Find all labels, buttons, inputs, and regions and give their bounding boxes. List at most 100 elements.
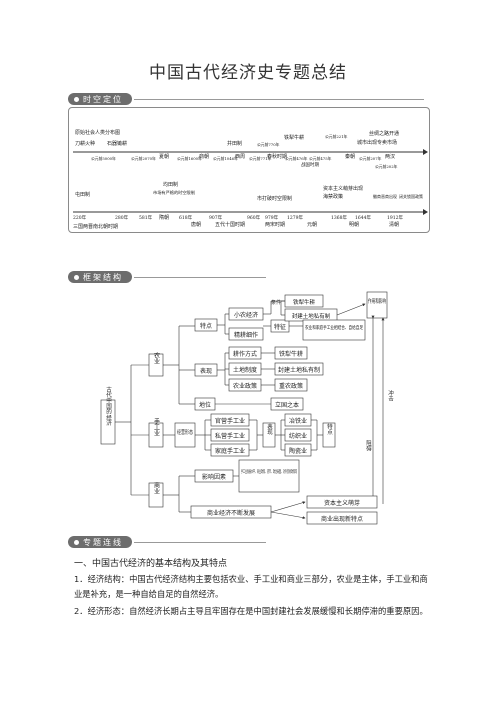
fw-metallurgy: 冶铁业	[289, 417, 307, 425]
paragraph-1: 1．经济结构：中国古代经济结构主要包括农业、手工业和商业三部分，农业是主体，手工…	[74, 572, 434, 602]
fw-intensive: 精耕细作	[234, 331, 258, 339]
tl-upper-event: 刀耕火种	[75, 140, 95, 147]
tl-lower-event: 徽商晋商出现	[373, 193, 397, 199]
paragraph-2: 2．经济形态：自然经济长期占主导且牢固存在是中国封建社会发展缓慢和长期停滞的重要…	[74, 604, 434, 619]
section-bar-timeline: 时空定位	[68, 93, 424, 105]
bullet-icon	[74, 539, 79, 545]
tl-lower-date: 1279年	[287, 214, 303, 221]
tl-lower-era: 五代十国时期	[215, 221, 245, 228]
tl-upper-event: 石器锄耕	[107, 140, 127, 147]
fw-status: 地位	[199, 401, 211, 409]
fw-performance: 表现	[200, 367, 212, 375]
fw-factors-text: 手工业发展水平、商业政策、货币、政治局面、对外贸易政策等	[241, 468, 297, 475]
tl-upper-date: 公元前5000年	[91, 156, 116, 161]
tl-upper-date: 公元前2070年	[131, 156, 156, 161]
tl-upper-era: 春秋时期	[267, 153, 287, 160]
tl-upper-era: 两汉	[385, 153, 395, 160]
fw-agriculture: 农业	[153, 351, 160, 364]
tl-lower-date: 907年	[209, 214, 223, 221]
tl-lower-era: 元朝	[307, 222, 317, 228]
fw-conditions: 条件	[271, 299, 281, 306]
tl-lower-date: 581年	[139, 214, 153, 221]
tl-upper-date: 公元前475年	[309, 156, 332, 161]
section-title-framework: 框架结构	[83, 272, 123, 282]
paragraph-label: 2．经济形态：	[74, 606, 130, 616]
page-title: 中国古代经济史专题总结	[149, 63, 347, 83]
fw-new-traits: 商业出现新特点	[321, 515, 363, 523]
fw-ceramics: 陶瓷业	[289, 447, 307, 455]
tl-lower-date: 618年	[179, 214, 193, 221]
tl-upper-date: 公元前770年	[257, 142, 280, 147]
tl-lower-date: 960年	[247, 214, 261, 221]
tl-upper-era: 商朝	[199, 153, 209, 160]
paragraph-text: 自然经济长期占主导且牢固存在是中国封建社会发展缓慢和长期停滞的重要原因。	[129, 606, 428, 616]
tl-lower-era: 三国两晋南北朝时期	[73, 223, 118, 230]
fw-handicraft: 手工业	[153, 417, 160, 436]
paragraph-label: 1．经济结构：	[74, 574, 130, 584]
tl-upper-event: 城市出现专卖市场	[357, 139, 397, 146]
framework-diagram: 古代中国的经济 农业 手工业 商业 特点 表现 地位 小农经济 精耕细作 特征 …	[100, 291, 394, 525]
section-bar-framework: 框架结构	[68, 271, 266, 283]
paragraph-text: 中国古代经济结构主要包括农业、手工业和商业三部分，农业是主体，手工业和商业是补充…	[74, 574, 428, 599]
tl-lower-event: 闭关锁国政策	[399, 193, 423, 199]
section-divider	[134, 98, 424, 100]
fw-private-land-2: 封建土地私有制	[278, 366, 320, 374]
tl-upper-era: 战国时期	[301, 161, 319, 168]
tl-lower-event: 均田制	[163, 181, 178, 188]
tl-upper-date: 公元前476年	[285, 156, 308, 161]
section-divider	[134, 541, 266, 543]
fw-official: 官营手工业	[215, 417, 245, 425]
fw-characteristic: 特征	[274, 323, 286, 331]
fw-hc-features: 特点	[326, 422, 333, 436]
tl-upper-date: 公元前771年	[249, 156, 272, 161]
tl-upper-era: 夏朝	[159, 154, 169, 160]
fw-obstruct: 阻碍	[365, 439, 372, 453]
tl-upper-event: 丝绸之路开通	[369, 130, 399, 137]
tl-lower-event: 海禁政策	[323, 193, 343, 200]
fw-forms: 经营形态	[177, 428, 193, 436]
fw-iron-ox-2: 铁犁牛耕	[279, 350, 303, 358]
tl-lower-era: 两宋时期	[265, 221, 285, 228]
fw-factors: 影响因素	[202, 473, 226, 481]
fw-agri-policy: 农业政策	[233, 382, 257, 390]
section-title-timeline: 时空定位	[83, 94, 123, 104]
fw-impact: 冲击	[387, 389, 394, 403]
tl-upper-era: 秦朝	[345, 153, 355, 160]
bullet-icon	[74, 96, 79, 102]
fw-private-land: 封建土地私有制	[292, 312, 331, 320]
fw-small-peasant: 小农经济	[234, 311, 258, 319]
tl-lower-era: 隋朝	[159, 214, 169, 221]
fw-develop: 商业经济不断发展	[207, 509, 255, 517]
content-heading: 一、中国古代经济的基本结构及其特点	[74, 559, 228, 569]
section-divider	[134, 276, 266, 278]
fw-combine: 农业和家庭手工业相结合、自给自足	[305, 324, 363, 331]
fw-iron-ox: 铁犁牛耕	[293, 298, 316, 306]
tl-lower-date: 979年	[265, 214, 279, 221]
timeline-box: 原始社会人类分布图 刀耕火种 石器锄耕 井田制 铁犁牛耕 丝绸之路开通 城市出现…	[68, 107, 430, 233]
fw-foundation: 立国之本	[275, 401, 299, 409]
fw-sprout: 资本主义萌芽	[324, 499, 360, 507]
tl-lower-event: 资本主义萌芽出现	[323, 185, 363, 192]
tl-lower-event: 市打破时空限制	[257, 195, 292, 202]
fw-hc-performance: 表现	[266, 422, 273, 436]
tl-lower-date: 1912年	[387, 214, 403, 221]
tl-lower-date: 1644年	[355, 214, 371, 221]
tl-upper-event: 原始社会人类分布图	[75, 129, 120, 136]
section-title-topics: 专题连线	[83, 537, 123, 547]
tl-lower-era: 明朝	[349, 222, 359, 228]
fw-family: 家庭手工业	[215, 447, 245, 455]
tl-lower-event: 屯田制	[75, 191, 90, 198]
tl-lower-date: 280年	[115, 214, 129, 221]
tl-upper-event: 铁犁牛耕	[284, 134, 304, 141]
tl-upper-era: 西周	[235, 154, 245, 160]
tl-upper-date: 公元前202年	[375, 164, 398, 169]
tl-upper-date: 公元前1046年	[213, 156, 238, 161]
fw-role: 作用和影响	[368, 297, 386, 305]
fw-commerce: 商业	[153, 481, 160, 494]
fw-farming-method: 耕作方式	[233, 350, 257, 358]
tl-lower-date: 220年	[73, 214, 87, 221]
fw-textile: 纺织业	[289, 432, 307, 440]
tl-upper-date: 公元前1600年	[177, 156, 202, 161]
tl-lower-era: 清朝	[389, 221, 399, 228]
tl-lower-event: 市场有严格的时空限制	[153, 189, 195, 196]
